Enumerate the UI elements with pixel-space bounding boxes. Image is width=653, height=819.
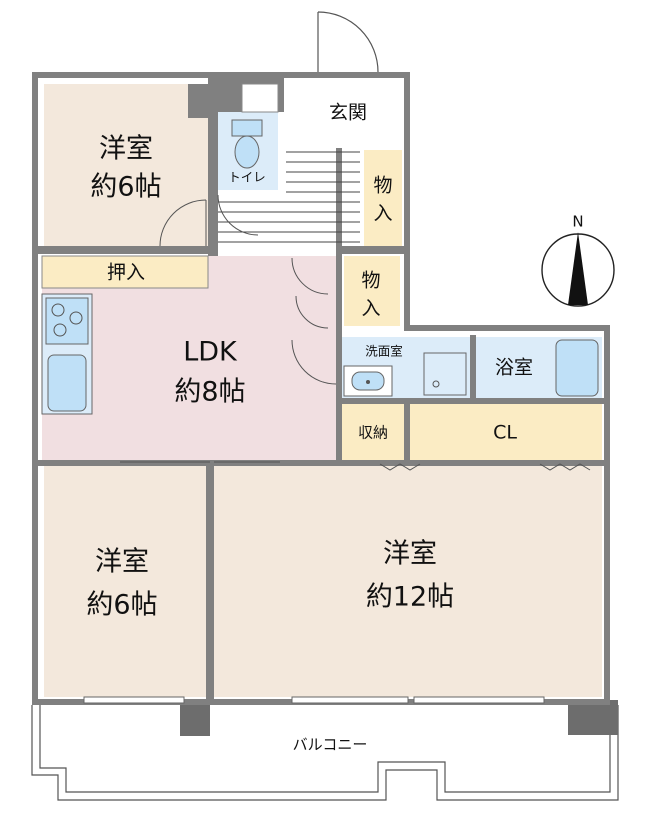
ldk-name: LDK	[183, 337, 238, 368]
shoe-box	[241, 83, 279, 113]
western-room-left-name: 洋室	[95, 547, 149, 578]
compass: N	[541, 213, 615, 307]
shuno-label: 収納	[358, 424, 388, 442]
toilet-fixture	[231, 119, 263, 169]
ldk-size: 約8帖	[174, 377, 245, 408]
storage-lower-fill	[344, 256, 400, 326]
kitchen-counter	[41, 293, 93, 415]
storage-upper-char-1: 物	[373, 175, 392, 197]
western-room-top-size: 約6帖	[90, 172, 161, 203]
storage-upper-fill	[364, 150, 402, 246]
washing-machine-space	[423, 352, 467, 396]
western-room-top-name: 洋室	[99, 134, 153, 165]
storage-lower-char-2: 入	[361, 298, 380, 320]
washroom-label: 洗面室	[365, 344, 403, 359]
wash-basin	[343, 365, 393, 397]
sliding-doors	[120, 461, 591, 471]
balcony-label: バルコニー	[293, 736, 368, 754]
wall-notch	[188, 84, 208, 118]
closet-fill	[410, 404, 602, 460]
oshiire-label: 押入	[107, 262, 145, 284]
windows	[83, 696, 545, 704]
bathtub	[555, 339, 599, 397]
bathroom-label: 浴室	[495, 357, 533, 379]
oshiire-area	[41, 255, 209, 289]
western-room-left-fill	[44, 466, 206, 697]
western-room-left-size: 約6帖	[86, 590, 157, 621]
compass-label: N	[572, 213, 583, 231]
toilet-label: トイレ	[228, 170, 266, 185]
entrance-door	[317, 11, 379, 73]
western-room-top-fill	[44, 84, 208, 246]
balcony-outline	[31, 705, 619, 801]
shuno-fill	[342, 404, 404, 460]
balcony-pillar-right	[568, 700, 618, 735]
entrance-fill	[286, 84, 404, 148]
door-swings	[159, 194, 337, 385]
entrance-label: 玄関	[329, 102, 367, 124]
western-room-main-size: 約12帖	[366, 582, 454, 613]
western-room-main-fill	[214, 466, 602, 697]
western-room-main-name: 洋室	[383, 539, 437, 570]
storage-lower-char-1: 物	[361, 270, 380, 292]
balcony-pillar-left	[180, 703, 210, 736]
storage-upper-char-2: 入	[373, 203, 392, 225]
hall-lines	[218, 151, 360, 243]
closet-label: CL	[493, 422, 517, 444]
